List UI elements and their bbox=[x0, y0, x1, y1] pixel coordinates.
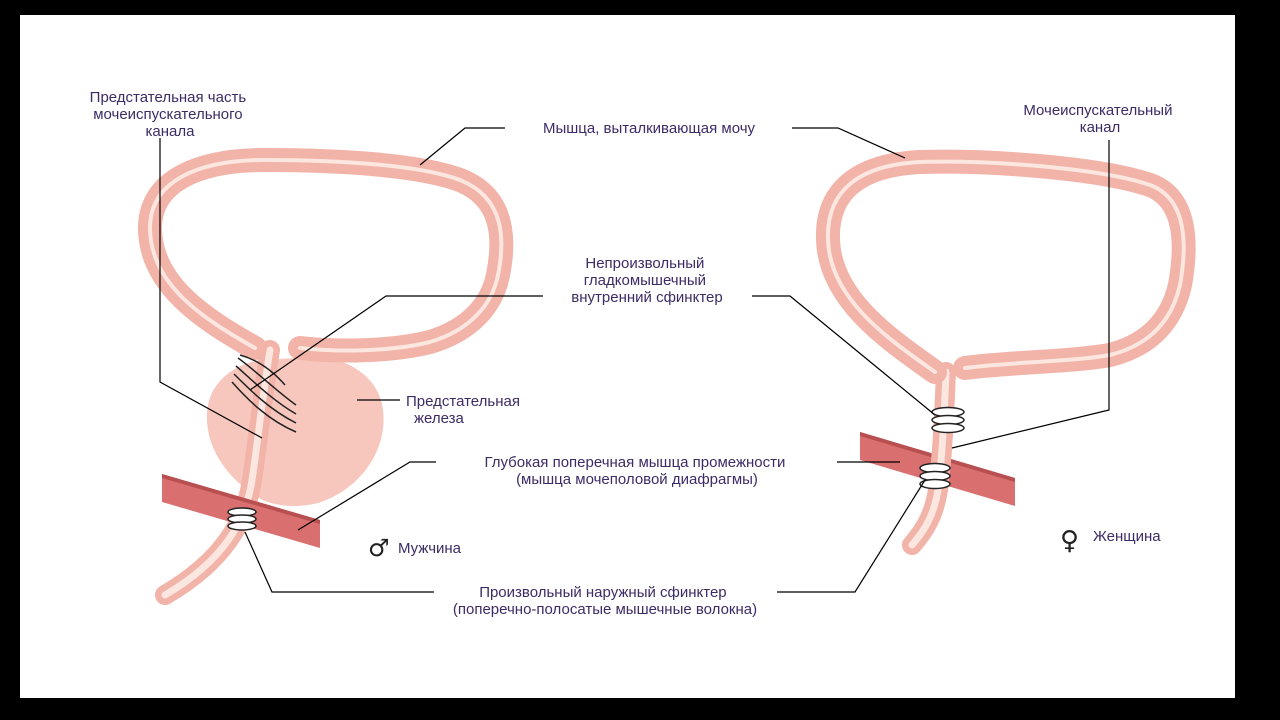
sphincter-coil bbox=[931, 422, 965, 434]
male-muscle-edge bbox=[162, 474, 320, 524]
label-female: Женщина bbox=[1093, 528, 1161, 545]
male-anatomy bbox=[138, 148, 514, 605]
female-external-sphincter bbox=[919, 462, 951, 490]
male-external-sphincter bbox=[227, 507, 257, 531]
female-internal-sphincter bbox=[931, 406, 965, 434]
leader-detrusor-female bbox=[792, 127, 906, 159]
male-symbol-icon: ♂ bbox=[368, 534, 390, 562]
leader-deep-male bbox=[297, 461, 436, 531]
label-prostate: Предстательная железа bbox=[406, 393, 524, 427]
leader-lines bbox=[159, 127, 1110, 593]
leader-detrusor-male bbox=[419, 127, 505, 166]
leader-external-male bbox=[244, 531, 434, 593]
sphincter-fiber bbox=[239, 354, 286, 386]
leader-external-female bbox=[777, 479, 926, 593]
label-external-sphincter: Произвольный наружный сфинктер (поперечн… bbox=[453, 584, 757, 618]
male-bladder-lumen bbox=[148, 158, 504, 353]
sphincter-fiber bbox=[237, 357, 297, 406]
leader-internal-male bbox=[249, 295, 543, 391]
sphincter-fiber bbox=[231, 381, 297, 433]
label-male: Мужчина bbox=[398, 540, 462, 557]
label-prostatic-urethra: Предстательная часть мочеиспускательного… bbox=[90, 89, 251, 140]
leader-internal-female bbox=[752, 295, 936, 416]
female-anatomy bbox=[815, 149, 1196, 555]
label-female-urethra: Мочеиспускательный канал bbox=[1023, 102, 1176, 136]
sphincter-fiber bbox=[233, 373, 297, 424]
sphincter-coil bbox=[919, 478, 951, 490]
male-urethra-lumen bbox=[161, 346, 274, 599]
label-detrusor: Мышца, выталкивающая мочу bbox=[543, 120, 756, 137]
sphincter-fiber bbox=[235, 365, 297, 415]
label-deep-transverse: Глубокая поперечная мышца промежности (м… bbox=[484, 454, 789, 488]
sphincter-coil bbox=[227, 521, 257, 531]
female-symbol-icon: ♀ bbox=[1060, 526, 1079, 556]
text-labels: Предстательная часть мочеиспускательного… bbox=[90, 89, 1176, 618]
leader-prostatic-urethra bbox=[159, 138, 263, 439]
male-internal-sphincter bbox=[231, 354, 297, 433]
female-bladder-lumen bbox=[825, 159, 1186, 374]
leader-female-urethra bbox=[951, 140, 1110, 449]
label-internal-sphincter: Непроизвольный гладкомышечный внутренний… bbox=[571, 255, 722, 306]
